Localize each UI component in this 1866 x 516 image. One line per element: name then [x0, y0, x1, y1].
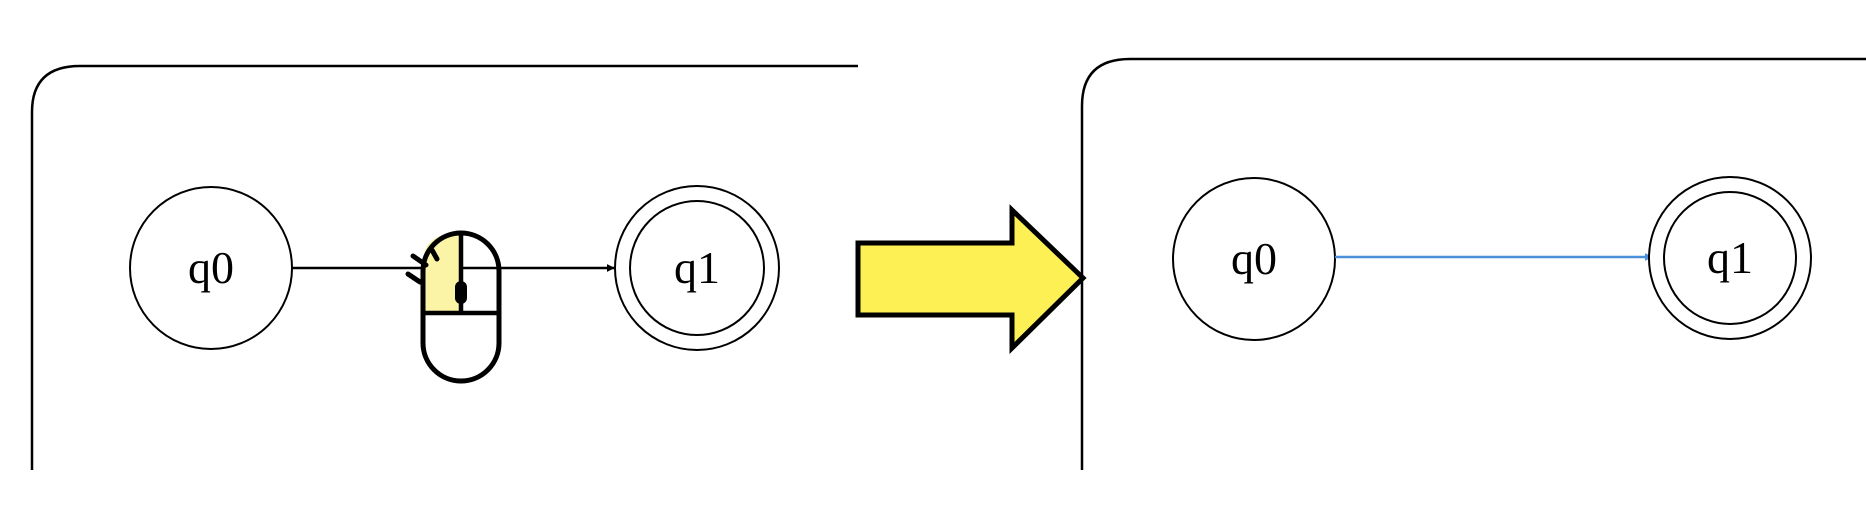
after-state-q0[interactable]: q0: [1172, 177, 1336, 341]
before-panel: q0 q1: [30, 64, 858, 470]
after-canvas-border: [1080, 57, 1866, 470]
after-state-q0-label: q0: [1231, 233, 1277, 284]
before-state-q0-label: q0: [188, 242, 234, 293]
right-arrow-icon: [855, 204, 1087, 354]
before-state-q0[interactable]: q0: [129, 186, 293, 350]
after-state-q1[interactable]: q1: [1648, 176, 1812, 340]
mouse-left-click-icon: [405, 230, 502, 384]
before-state-q1[interactable]: q1: [614, 185, 780, 351]
before-state-q1-label: q1: [674, 242, 720, 293]
after-panel: q0 q1: [1080, 57, 1866, 470]
before-canvas-border: [30, 64, 858, 470]
after-state-q1-label: q1: [1707, 232, 1753, 283]
